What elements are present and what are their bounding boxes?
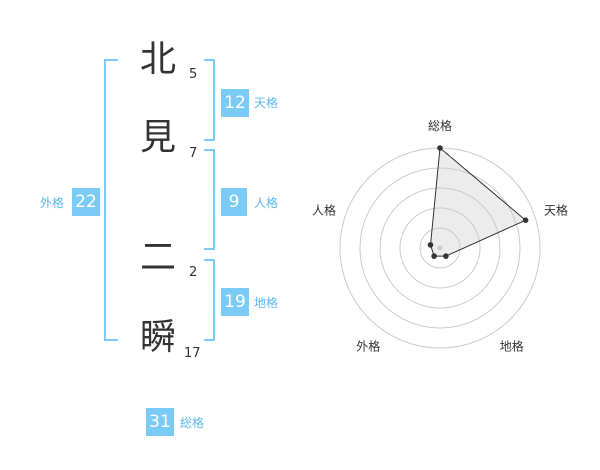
tenkaku-label: 天格 bbox=[254, 96, 279, 110]
radar-point-5 bbox=[427, 242, 434, 248]
name-char-2: 見 bbox=[140, 117, 177, 158]
radar-point-3 bbox=[443, 253, 449, 259]
jinkaku-label: 人格 bbox=[254, 196, 279, 210]
jinkaku-bracket bbox=[204, 149, 215, 250]
tenkaku-value: 12 bbox=[221, 89, 249, 117]
name-char-1: 北 bbox=[140, 39, 177, 80]
radar-ring bbox=[379, 187, 501, 309]
radar-axis-label: 外格 bbox=[356, 339, 380, 354]
radar-ring bbox=[359, 167, 521, 329]
radar-ring bbox=[419, 227, 461, 269]
radar-point-2 bbox=[522, 217, 529, 223]
jinkaku-value: 9 bbox=[221, 188, 247, 216]
gaikaku-label: 外格 bbox=[40, 196, 65, 210]
name-char-3: 二 bbox=[140, 237, 177, 278]
stroke-count-2: 7 bbox=[189, 146, 198, 161]
radar-point-4 bbox=[431, 253, 437, 259]
radar-data-polygon bbox=[429, 147, 527, 257]
radar-axis-label: 天格 bbox=[544, 202, 568, 217]
tenkaku-bracket bbox=[204, 59, 215, 141]
chikaku-label: 地格 bbox=[254, 296, 279, 310]
radar-axis-label: 総格 bbox=[428, 118, 452, 133]
radar-point-1 bbox=[437, 145, 443, 151]
stroke-count-4: 17 bbox=[184, 346, 201, 361]
gaikaku-value: 22 bbox=[72, 188, 100, 216]
soukaku-value: 31 bbox=[146, 408, 174, 436]
radar-ring bbox=[399, 207, 481, 289]
gaikaku-bracket bbox=[104, 59, 118, 341]
stroke-count-3: 2 bbox=[189, 265, 198, 280]
stroke-count-1: 5 bbox=[189, 67, 198, 82]
radar-center-dot bbox=[437, 245, 443, 251]
radar-axis-label: 人格 bbox=[312, 202, 336, 217]
chikaku-value: 19 bbox=[221, 288, 249, 316]
name-char-4: 瞬 bbox=[140, 317, 177, 358]
radar-axis-label: 地格 bbox=[500, 339, 524, 354]
chikaku-bracket bbox=[204, 259, 215, 341]
soukaku-label: 総格 bbox=[180, 416, 205, 430]
